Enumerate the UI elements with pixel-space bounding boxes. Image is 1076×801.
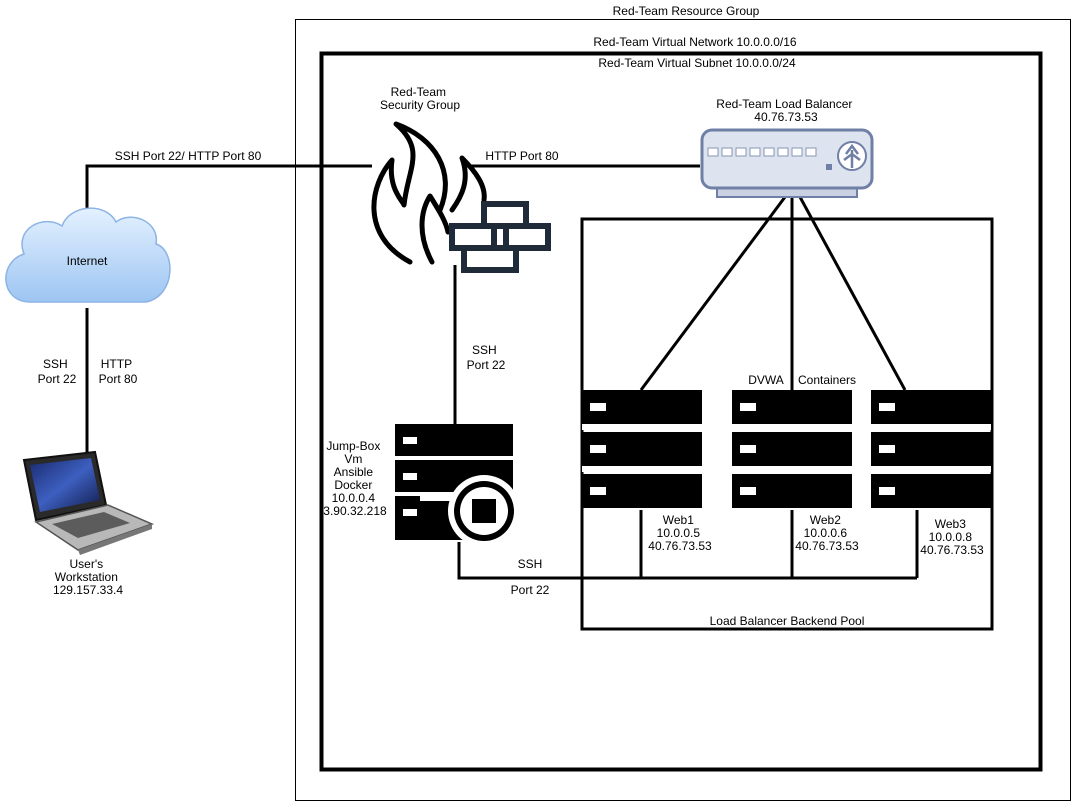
jumpbox-ssh-label: SSH [518, 557, 543, 571]
lb-to-web1-line [639, 196, 787, 391]
web2-server-icon [732, 390, 852, 508]
laptop-icon [22, 450, 155, 555]
virtual-subnet-label: Red-Team Virtual Subnet 10.0.0.0/24 [598, 56, 796, 70]
internet-to-firewall-line [85, 164, 372, 225]
web2-label: Web2 10.0.0.6 40.76.73.53 [795, 513, 859, 553]
jumpbox-to-webs-line [457, 542, 917, 580]
lb-to-web3-line [798, 196, 907, 391]
internet-http-label: HTTP Port 80 [99, 357, 138, 386]
workstation-label: User's Workstation 129.157.33.4 [53, 557, 123, 597]
load-balancer-label: Red-Team Load Balancer 40.76.73.53 [716, 97, 855, 124]
virtual-network-box [319, 51, 1043, 772]
web3-server-icon [871, 390, 991, 508]
cloud-icon [5, 207, 171, 303]
internet-firewall-link-label: SSH Port 22/ HTTP Port 80 [115, 149, 262, 163]
internet-ssh-label: SSH Port 22 [38, 357, 77, 386]
internet-label: Internet [67, 254, 108, 268]
web3-label: Web3 10.0.0.8 40.76.73.53 [920, 517, 984, 557]
containers-label-containers: Containers [798, 373, 856, 387]
resource-group-label: Red-Team Resource Group [613, 4, 760, 18]
jumpbox-port-label: Port 22 [511, 583, 550, 597]
load-balancer-icon [700, 128, 874, 198]
web1-server-icon [582, 390, 702, 508]
virtual-network-label: Red-Team Virtual Network 10.0.0.0/16 [593, 35, 797, 49]
containers-label-dvwa: DVWA [748, 373, 784, 387]
jumpbox-label: Jump-Box Vm Ansible Docker 10.0.0.4 3.90… [323, 439, 387, 518]
firewall-lb-link-label: HTTP Port 80 [485, 149, 558, 163]
web1-label: Web1 10.0.0.5 40.76.73.53 [648, 513, 712, 553]
backend-pool-label: Load Balancer Backend Pool [710, 614, 865, 628]
jumpbox-server-icon [395, 424, 520, 547]
firewall-brick-wall [449, 201, 551, 273]
security-group-label: Red-Team Security Group [380, 85, 460, 112]
firewall-ssh-label: SSH Port 22 [467, 343, 506, 372]
firewall-icon [371, 121, 487, 265]
